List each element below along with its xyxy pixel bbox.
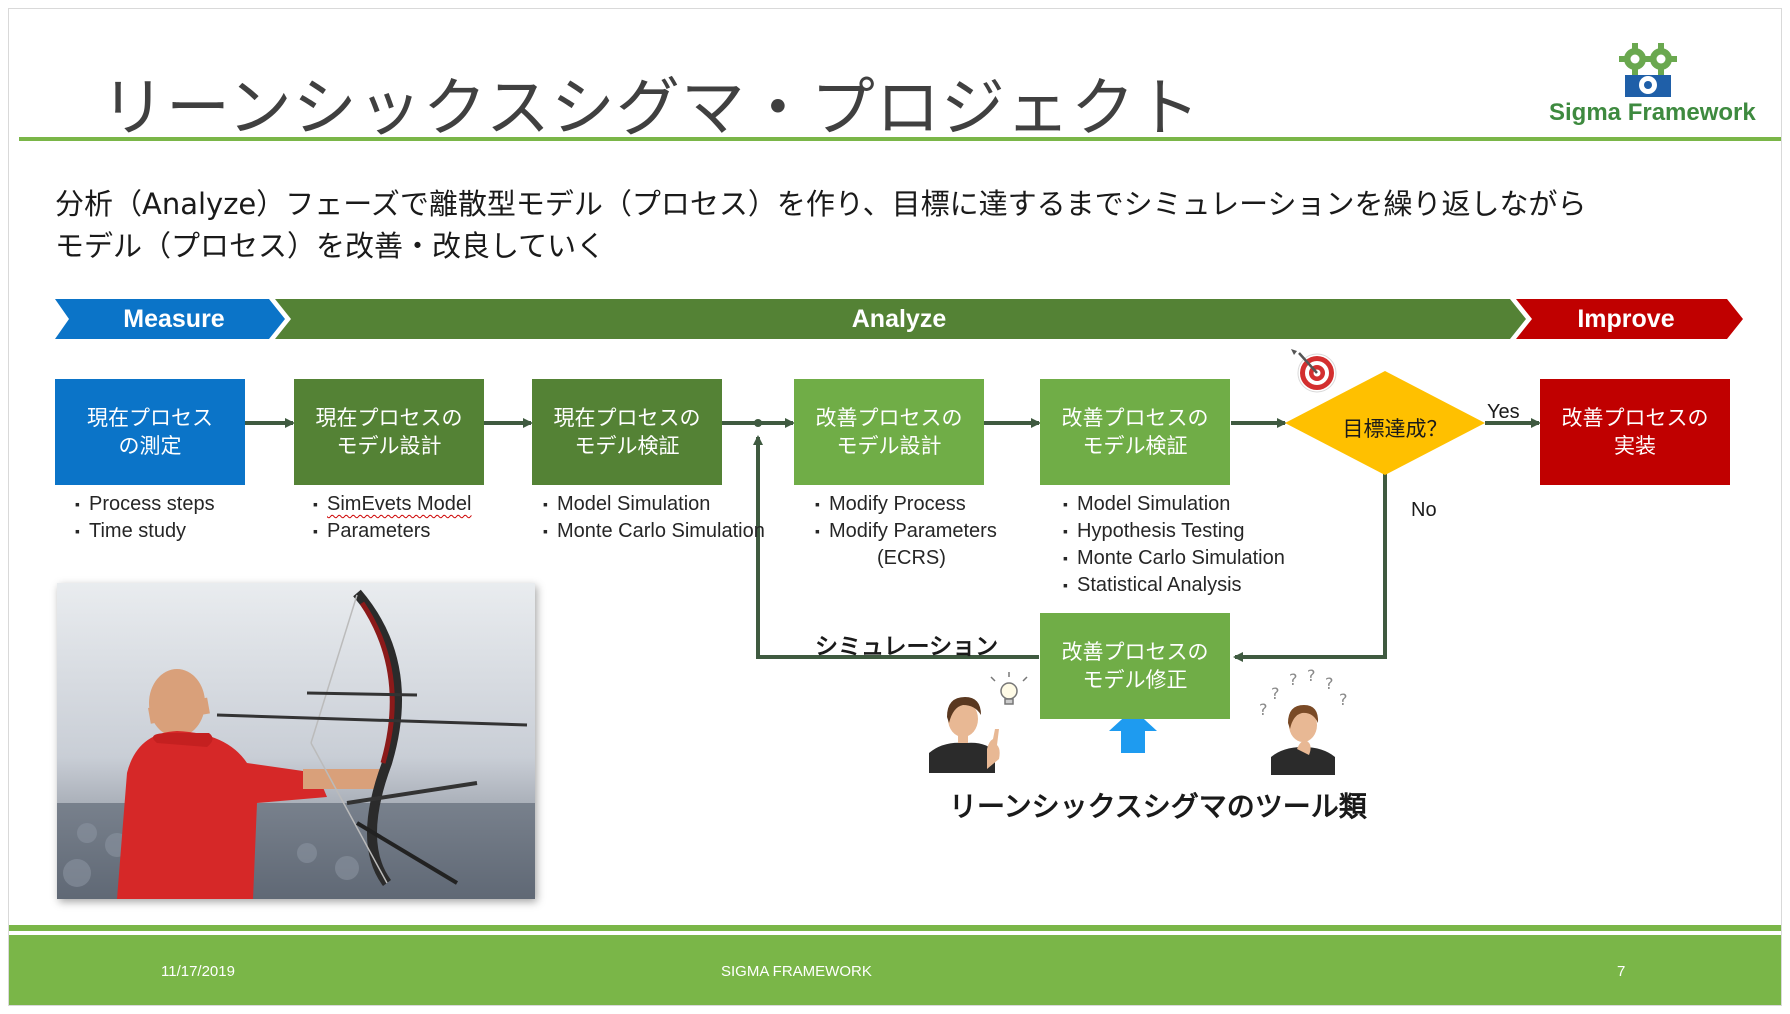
phase-measure-arrow: [55, 299, 285, 339]
phase-analyze-arrow: [275, 299, 1526, 339]
box-line: 現在プロセスの: [553, 406, 701, 430]
box-line: モデル検証: [1082, 434, 1188, 458]
sigma-framework-logo: [1619, 43, 1677, 97]
step-current-model-validation: 現在プロセスのモデル検証: [532, 379, 722, 485]
bullets-measure: Process steps Time study: [75, 491, 215, 545]
svg-text:?: ?: [1307, 666, 1316, 685]
slide-title: リーンシックスシグマ・プロジェクト: [101, 72, 1201, 146]
bullet-item: Modify Parameters: [815, 518, 997, 545]
box-line: 現在プロセス: [87, 406, 213, 430]
intro-line-1: 分析（Analyze）フェーズで離散型モデル（プロセス）を作り、目標に達するまで…: [55, 187, 1587, 221]
target-icon: [1291, 349, 1337, 393]
step-improved-model-design: 改善プロセスのモデル設計: [794, 379, 984, 485]
step-current-model-design: 現在プロセスのモデル設計: [294, 379, 484, 485]
svg-text:?: ?: [1325, 674, 1334, 693]
box-line: モデル設計: [336, 434, 442, 458]
loop-junction: [754, 419, 762, 427]
gear-icon: [1619, 43, 1677, 97]
footer-accent: [9, 925, 1781, 931]
footer-title: SIGMA FRAMEWORK: [721, 963, 872, 980]
box-line: モデル検証: [574, 434, 680, 458]
phase-improve-label: Improve: [1577, 305, 1675, 333]
title-divider: [19, 137, 1781, 141]
box-line: の測定: [118, 434, 182, 458]
bullet-item: Time study: [75, 518, 215, 545]
bullet-item: SimEvets Model: [313, 491, 472, 518]
step-improved-model-validation: 改善プロセスのモデル検証: [1040, 379, 1230, 485]
phase-measure-label: Measure: [123, 305, 225, 333]
box-line: 実装: [1614, 434, 1656, 458]
tools-label: リーンシックスシグマのツール類: [949, 790, 1367, 823]
woman-thinking-illustration: [1271, 705, 1335, 775]
intro-text: 分析（Analyze）フェーズで離散型モデル（プロセス）を作り、目標に達するまで…: [55, 183, 1587, 267]
box-line: 改善プロセスの: [1061, 406, 1209, 430]
bullet-continuation: (ECRS): [877, 547, 946, 569]
box-line: 改善プロセスの: [815, 406, 963, 430]
bullets-current-model-design: SimEvets Model Parameters: [313, 491, 472, 545]
bullets-current-model-validation: Model Simulation Monte Carlo Simulation: [543, 491, 765, 545]
bullet-item: Model Simulation: [1063, 491, 1285, 518]
decision-yes-label: Yes: [1487, 401, 1520, 423]
step-measure-current-process: 現在プロセスの測定: [55, 379, 245, 485]
decision-no-label: No: [1411, 499, 1437, 521]
bullet-item: Model Simulation: [543, 491, 765, 518]
footer-date: 11/17/2019: [161, 963, 235, 980]
footer-bar: [9, 935, 1781, 1005]
box-line: 改善プロセスの: [1561, 406, 1709, 430]
box-line: 現在プロセスの: [315, 406, 463, 430]
bullet-item: Parameters: [313, 518, 472, 545]
bullet-item: Hypothesis Testing: [1063, 518, 1285, 545]
step-implement-improved-process: 改善プロセスの実装: [1540, 379, 1730, 485]
bullet-item: Monte Carlo Simulation: [1063, 545, 1285, 572]
bullet-item: Process steps: [75, 491, 215, 518]
archer-photo: [57, 583, 535, 899]
box-line: モデル設計: [836, 434, 942, 458]
intro-line-2: モデル（プロセス）を改善・改良していく: [55, 229, 606, 263]
simulation-loop-label: シミュレーション: [815, 634, 999, 660]
bullet-text: SimEvets Model: [327, 493, 472, 515]
phase-bar: [55, 299, 1743, 339]
svg-text:?: ?: [1289, 670, 1298, 689]
bullet-item: Modify Process: [815, 491, 997, 518]
phase-analyze-label: Analyze: [851, 305, 947, 333]
logo-text: Sigma Framework: [1549, 99, 1756, 126]
phase-improve-arrow: [1516, 299, 1743, 339]
bullets-improved-model-design: Modify Process Modify Parameters (ECRS): [815, 491, 997, 572]
bullets-improved-model-validation: Model Simulation Hypothesis Testing Mont…: [1063, 491, 1285, 599]
footer-page-number: 7: [1617, 963, 1626, 980]
archer-image: [57, 583, 535, 899]
box-line: モデル修正: [1082, 668, 1188, 692]
woman-idea-illustration: [929, 697, 1000, 773]
box-line: 改善プロセスの: [1061, 640, 1209, 664]
bullet-item: Monte Carlo Simulation: [543, 518, 765, 545]
step-modify-improved-model: 改善プロセスのモデル修正: [1040, 613, 1230, 719]
slide: リーンシックスシグマ・プロジェクト Sigma Framework 分析（Ana…: [8, 8, 1782, 1006]
decision-label: 目標達成？: [1342, 417, 1448, 441]
bullet-item: Statistical Analysis: [1063, 572, 1285, 599]
